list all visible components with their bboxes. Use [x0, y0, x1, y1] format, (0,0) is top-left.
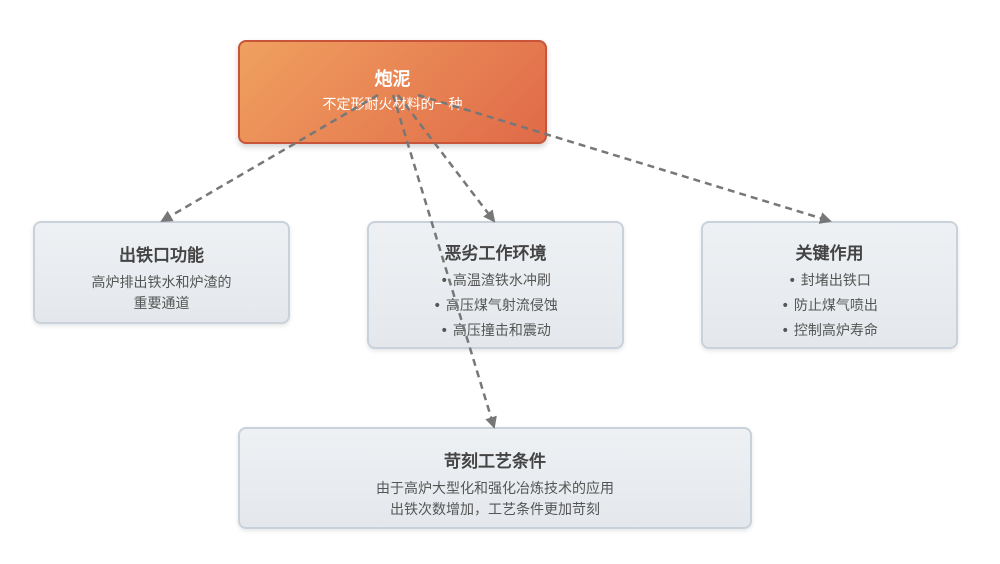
bullet-list: 高温渣铁水冲刷 高压煤气射流侵蚀 高压撞击和震动: [369, 269, 622, 344]
node-key-role: 关键作用 封堵出铁口 防止煤气喷出 控制高炉寿命: [701, 221, 958, 349]
node-taphole-function: 出铁口功能 高炉排出铁水和炉渣的 重要通道: [33, 221, 290, 324]
root-text: 不定形耐火材料的一种: [322, 97, 463, 113]
bullet-item: 防止煤气喷出: [703, 294, 956, 319]
bullet-item: 封堵出铁口: [703, 269, 956, 294]
node-root-taphole-clay: 炮泥 不定形耐火材料的一种: [238, 40, 547, 144]
bullet-item: 高压撞击和震动: [369, 319, 622, 344]
bullet-item: 控制高炉寿命: [703, 319, 956, 344]
bullet-list: 封堵出铁口 防止煤气喷出 控制高炉寿命: [703, 269, 956, 344]
root-title: 炮泥: [374, 69, 411, 90]
node-text-line: 由于高炉大型化和强化冶炼技术的应用: [376, 481, 614, 497]
node-strict-conditions: 苛刻工艺条件 由于高炉大型化和强化冶炼技术的应用 出铁次数增加，工艺条件更加苛刻: [238, 427, 752, 529]
node-text-line: 重要通道: [133, 296, 190, 312]
node-text-line: 高炉排出铁水和炉渣的: [91, 275, 232, 291]
node-text-line: 出铁次数增加，工艺条件更加苛刻: [390, 502, 600, 518]
node-title: 苛刻工艺条件: [444, 452, 546, 472]
bullet-item: 高压煤气射流侵蚀: [369, 294, 622, 319]
node-title: 关键作用: [795, 244, 864, 264]
edge-root-to-harsh: [397, 94, 496, 223]
node-title: 出铁口功能: [119, 246, 204, 266]
edge-root-to-strict: [391, 94, 497, 429]
bullet-item: 高温渣铁水冲刷: [369, 269, 622, 294]
node-title: 恶劣工作环境: [444, 244, 547, 264]
node-harsh-environment: 恶劣工作环境 高温渣铁水冲刷 高压煤气射流侵蚀 高压撞击和震动: [367, 221, 624, 349]
edge-root-to-taphole: [160, 93, 379, 223]
